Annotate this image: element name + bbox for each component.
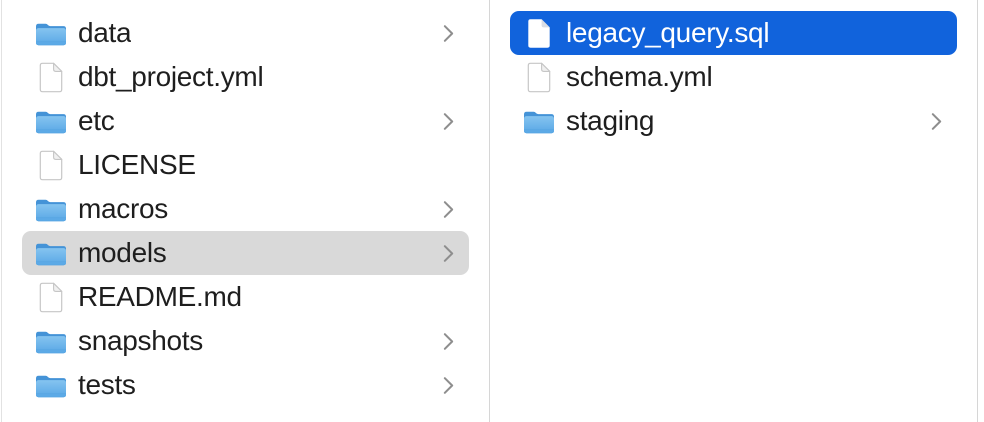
- item-label: staging: [566, 105, 655, 136]
- chevron-right-icon: [443, 24, 454, 43]
- folder-icon: [35, 193, 67, 225]
- row-snapshots[interactable]: snapshots: [22, 319, 469, 363]
- item-label: snapshots: [78, 325, 203, 356]
- row-data[interactable]: data: [22, 11, 469, 55]
- row-dbt-project-yml[interactable]: dbt_project.yml: [22, 55, 469, 99]
- document-icon: [35, 149, 67, 181]
- folder-icon: [35, 325, 67, 357]
- folder-icon: [35, 105, 67, 137]
- document-icon: [523, 17, 555, 49]
- folder-icon: [35, 237, 67, 269]
- item-label: schema.yml: [566, 61, 713, 92]
- item-label: README.md: [78, 281, 242, 312]
- chevron-right-icon: [443, 112, 454, 131]
- row-license[interactable]: LICENSE: [22, 143, 469, 187]
- row-macros[interactable]: macros: [22, 187, 469, 231]
- chevron-right-icon: [931, 112, 942, 131]
- item-label: dbt_project.yml: [78, 61, 264, 92]
- chevron-right-icon: [443, 376, 454, 395]
- document-icon: [35, 61, 67, 93]
- row-schema-yml[interactable]: schema.yml: [510, 55, 957, 99]
- item-label: tests: [78, 369, 136, 400]
- item-label: macros: [78, 193, 168, 224]
- item-label: legacy_query.sql: [566, 17, 770, 48]
- folder-icon: [523, 105, 555, 137]
- item-label: LICENSE: [78, 149, 196, 180]
- row-tests[interactable]: tests: [22, 363, 469, 407]
- row-legacy-query-sql-selected[interactable]: legacy_query.sql: [510, 11, 957, 55]
- row-staging[interactable]: staging: [510, 99, 957, 143]
- chevron-right-icon: [443, 332, 454, 351]
- row-models-selected[interactable]: models: [22, 231, 469, 275]
- document-icon: [523, 61, 555, 93]
- folder-icon: [35, 369, 67, 401]
- chevron-right-icon: [443, 244, 454, 263]
- row-readme-md[interactable]: README.md: [22, 275, 469, 319]
- document-icon: [35, 281, 67, 313]
- item-label: models: [78, 237, 167, 268]
- item-label: data: [78, 17, 132, 48]
- finder-column-1: data dbt_project.yml etc LICENSE macros …: [2, 0, 490, 422]
- chevron-right-icon: [443, 200, 454, 219]
- folder-icon: [35, 17, 67, 49]
- item-label: etc: [78, 105, 115, 136]
- row-etc[interactable]: etc: [22, 99, 469, 143]
- finder-column-2: legacy_query.sql schema.yml staging: [490, 0, 978, 422]
